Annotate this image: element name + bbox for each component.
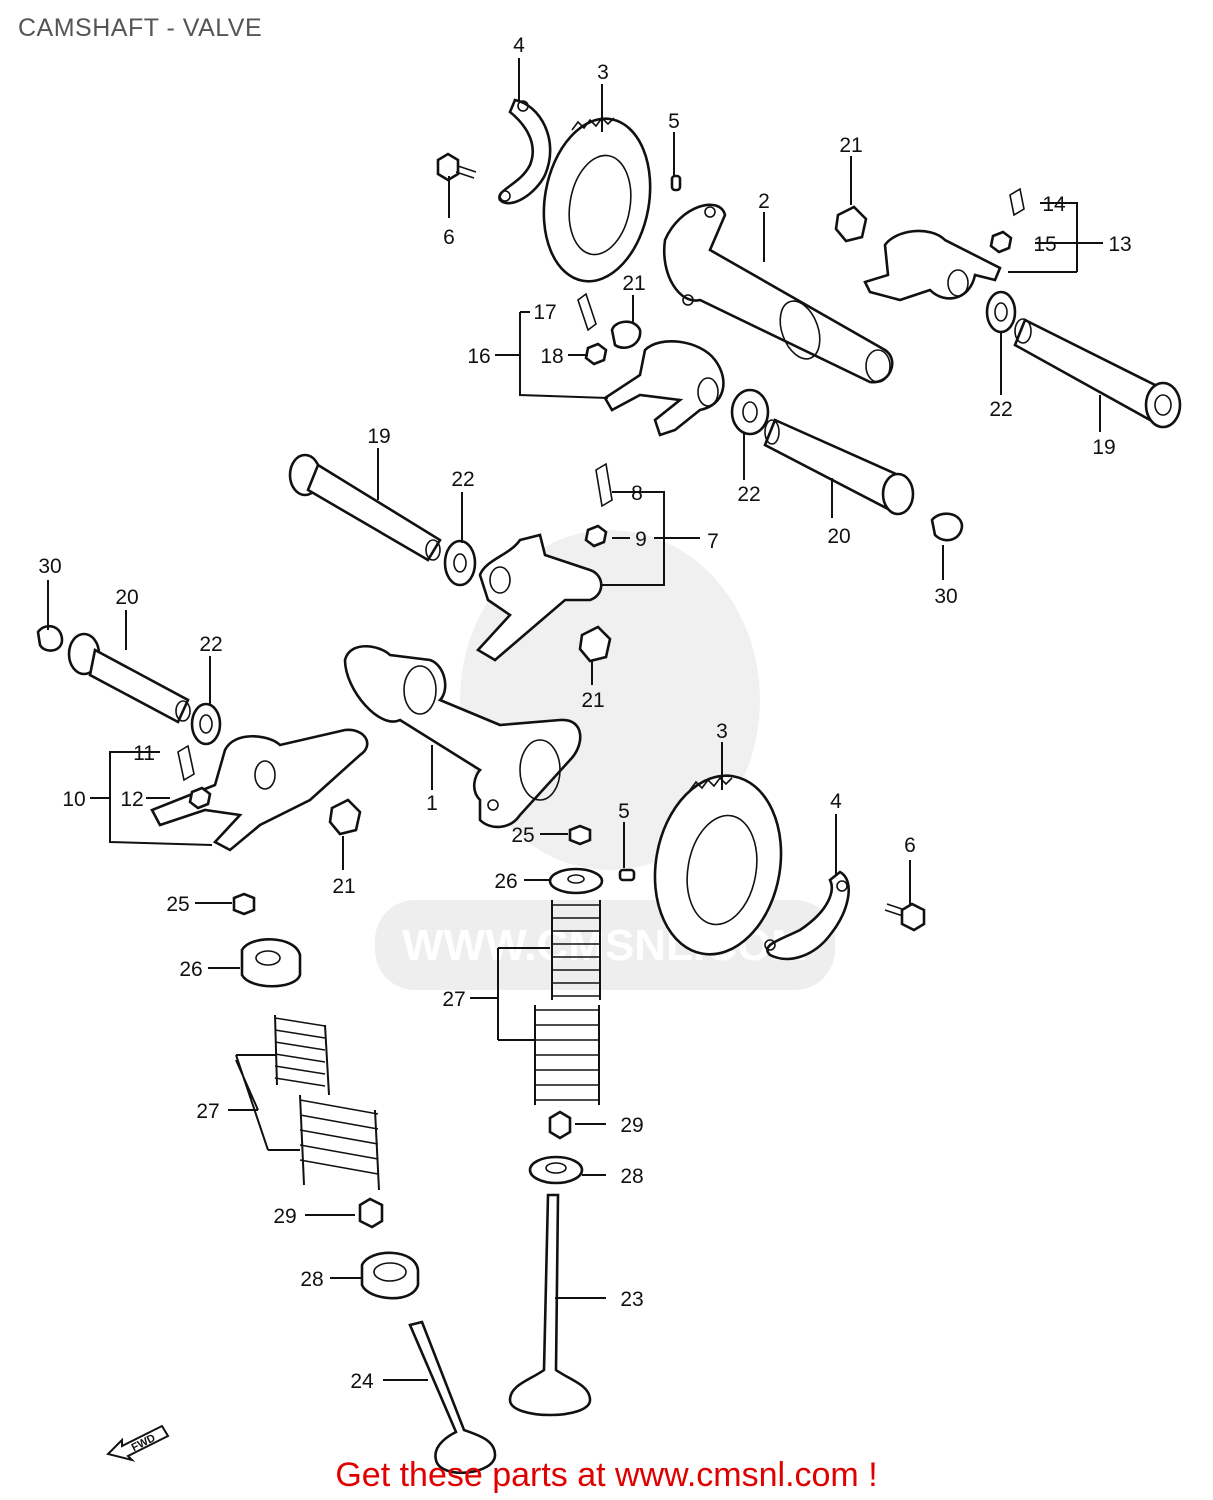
forward-arrow-icon: FWD [106, 1424, 170, 1462]
callout-5: 5 [668, 110, 680, 133]
part-rocker-shaft-19-upper-right [1013, 318, 1182, 429]
callout-6: 6 [443, 226, 455, 249]
part-camshaft-upper [662, 203, 894, 384]
part-washer-22-middle [443, 539, 477, 587]
callout-21: 21 [581, 689, 604, 712]
callout-16: 16 [467, 345, 490, 368]
part-cam-sprocket-upper [542, 116, 652, 283]
callout-21: 21 [839, 134, 862, 157]
callout-18: 18 [540, 345, 563, 368]
callout-25: 25 [511, 824, 534, 847]
part-retainer-26-left [240, 938, 302, 988]
callout-19: 19 [1092, 436, 1115, 459]
callout-22: 22 [451, 468, 474, 491]
callout-25: 25 [166, 893, 189, 916]
part-seat-28-middle [528, 1155, 584, 1185]
callout-24: 24 [350, 1370, 374, 1393]
callout-28: 28 [300, 1268, 323, 1291]
part-spring-27-left [274, 1014, 380, 1191]
part-valve-23 [508, 1193, 592, 1417]
part-seal-29-middle [548, 1110, 572, 1140]
part-washer-21-upper-right [834, 205, 868, 243]
callout-30: 30 [934, 585, 957, 608]
callout-11: 11 [133, 742, 155, 765]
callout-26: 26 [179, 958, 202, 981]
callout-14: 14 [1042, 193, 1066, 216]
part-bolt-lower [884, 902, 926, 932]
callout-7: 7 [707, 530, 719, 553]
part-rocker-arm-upper-middle [577, 292, 725, 437]
part-seal-29-left [358, 1197, 384, 1229]
callout-1: 1 [426, 792, 438, 815]
part-rocker-shaft-19-middle [288, 453, 442, 562]
part-washer-21-middle [578, 625, 612, 663]
callout-2: 2 [758, 190, 770, 213]
callout-22: 22 [737, 483, 760, 506]
callout-22: 22 [989, 398, 1012, 421]
part-cap-30-left [36, 624, 64, 652]
part-cam-sprocket-lower [653, 774, 783, 956]
callout-21: 21 [622, 272, 645, 295]
callout-21: 21 [332, 875, 355, 898]
part-cotter-25-left [232, 892, 256, 916]
callout-28: 28 [620, 1165, 643, 1188]
callout-22: 22 [199, 633, 222, 656]
watermark-logo: WWW.CMSNL.COM [375, 530, 835, 990]
callout-6: 6 [904, 834, 916, 857]
callout-20: 20 [115, 586, 138, 609]
callout-30: 30 [38, 555, 61, 578]
part-cap-30-right [930, 512, 964, 542]
callout-27: 27 [442, 988, 465, 1011]
callout-4: 4 [513, 34, 525, 57]
part-rocker-arm-upper-right [863, 187, 1025, 302]
callout-26: 26 [494, 870, 517, 893]
part-washer-22-lower [190, 702, 222, 746]
callout-9: 9 [635, 528, 647, 551]
callout-13: 13 [1108, 233, 1131, 256]
callout-8: 8 [631, 482, 643, 505]
part-seat-28-left [360, 1251, 420, 1300]
callout-27: 27 [196, 1100, 219, 1123]
callout-10: 10 [62, 788, 85, 811]
part-pin-lower [618, 868, 636, 882]
part-cotter-25-middle [568, 824, 592, 846]
footer-link[interactable]: Get these parts at www.cmsnl.com ! [335, 1456, 878, 1494]
part-rocker-arm-middle [475, 462, 613, 662]
part-rocker-shaft-20-lower [67, 632, 191, 724]
callout-5: 5 [618, 800, 630, 823]
leader-lines [47, 58, 1103, 1381]
part-washer-22-upper-right [985, 290, 1017, 334]
callout-29: 29 [620, 1114, 643, 1137]
callout-3: 3 [597, 61, 609, 84]
callout-15: 15 [1033, 233, 1056, 256]
callout-23: 23 [620, 1288, 643, 1311]
part-retainer-26-middle [548, 867, 604, 895]
part-spring-27-middle [534, 900, 601, 1105]
part-valve-24 [408, 1320, 497, 1474]
callout-4: 4 [830, 790, 842, 813]
part-circlip-lower [764, 870, 850, 961]
callout-labels: 4 3 5 6 2 21 14 15 13 21 17 16 18 22 19 … [38, 34, 1131, 1393]
part-washer-22-upper-middle [730, 388, 770, 436]
part-rocker-arm-lower [150, 728, 369, 852]
part-washer-21-lower [328, 798, 362, 836]
callout-3: 3 [716, 720, 728, 743]
callout-12: 12 [120, 788, 143, 811]
part-circlip-upper [498, 98, 552, 205]
part-rocker-shaft-20-upper [763, 418, 915, 516]
part-camshaft-lower [343, 645, 582, 829]
page-title: CAMSHAFT - VALVE [18, 14, 263, 42]
part-bolt-upper [436, 152, 477, 182]
callout-29: 29 [273, 1205, 296, 1228]
callout-19: 19 [367, 425, 390, 448]
callout-17: 17 [533, 301, 556, 324]
fwd-label: FWD [130, 1432, 158, 1454]
part-pin-upper [670, 174, 682, 192]
callout-20: 20 [827, 525, 850, 548]
